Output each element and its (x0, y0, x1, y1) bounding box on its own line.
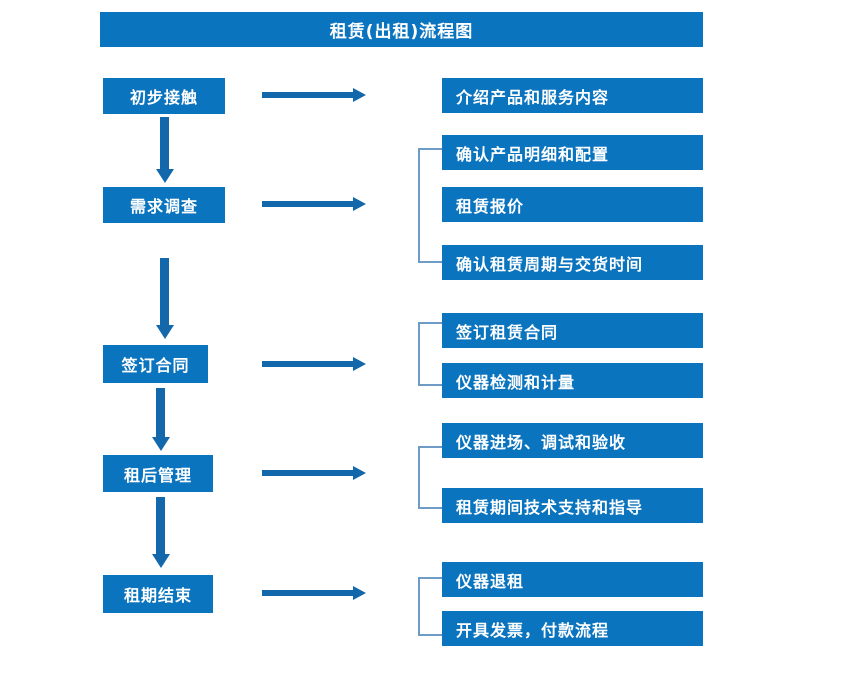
group-bracket-2 (418, 148, 442, 263)
horizontal-arrow-2 (262, 201, 354, 207)
detail-box-2-3[interactable]: 确认租赁周期与交货时间 (442, 245, 703, 280)
vertical-arrow-3-to-4 (156, 388, 165, 438)
stage-box-3[interactable]: 签订合同 (103, 345, 208, 383)
horizontal-arrow-3 (262, 361, 354, 367)
group-bracket-4 (418, 446, 442, 509)
stage-box-4[interactable]: 租后管理 (103, 455, 213, 492)
stage-box-5[interactable]: 租期结束 (103, 575, 213, 613)
vertical-arrow-4-to-5 (156, 497, 165, 555)
vertical-arrow-2-to-3 (160, 258, 169, 326)
detail-box-4-1[interactable]: 仪器进场、调试和验收 (442, 423, 703, 458)
detail-box-5-1[interactable]: 仪器退租 (442, 562, 703, 597)
horizontal-arrow-1 (262, 92, 354, 98)
vertical-arrow-1-to-2 (160, 117, 169, 170)
flowchart-title: 租赁(出租)流程图 (100, 12, 703, 47)
detail-box-5-2[interactable]: 开具发票，付款流程 (442, 611, 703, 646)
horizontal-arrow-5 (262, 590, 354, 596)
detail-box-2-2[interactable]: 租赁报价 (442, 187, 703, 222)
detail-box-4-2[interactable]: 租赁期间技术支持和指导 (442, 488, 703, 523)
detail-box-3-2[interactable]: 仪器检测和计量 (442, 363, 703, 398)
horizontal-arrow-4 (262, 470, 354, 476)
group-bracket-3 (418, 322, 442, 386)
stage-box-2[interactable]: 需求调查 (103, 187, 225, 223)
detail-box-2-1[interactable]: 确认产品明细和配置 (442, 135, 703, 170)
group-bracket-5 (418, 577, 442, 636)
stage-box-1[interactable]: 初步接触 (103, 78, 225, 114)
detail-box-3-1[interactable]: 签订租赁合同 (442, 313, 703, 348)
detail-box-1-1[interactable]: 介绍产品和服务内容 (442, 78, 703, 113)
